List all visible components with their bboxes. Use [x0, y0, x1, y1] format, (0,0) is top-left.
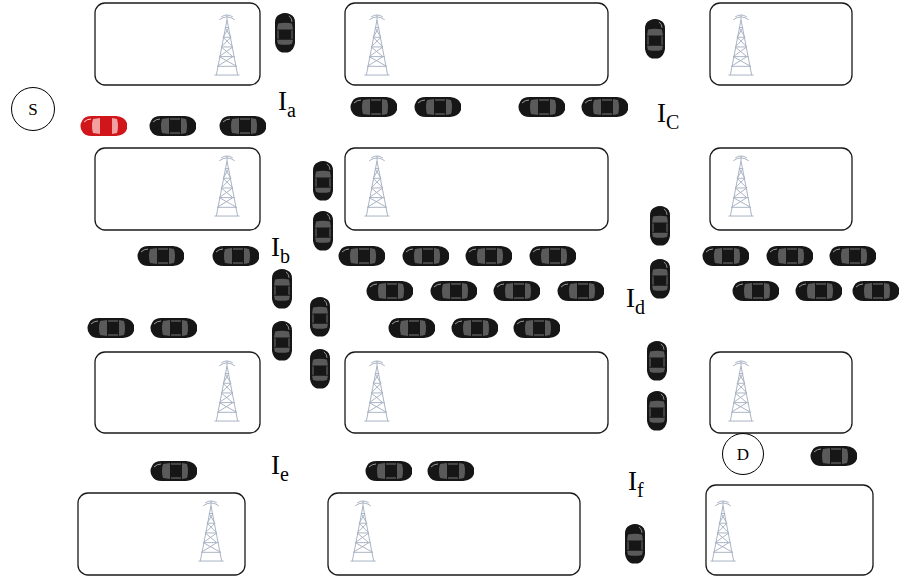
city-block: [95, 3, 260, 85]
car: [452, 318, 499, 338]
car: [733, 281, 780, 301]
car: [811, 446, 858, 466]
car: [428, 461, 475, 481]
tower-icon: [364, 361, 389, 421]
endpoint-circle: S: [11, 87, 55, 131]
car: [275, 13, 295, 53]
car: [466, 246, 513, 266]
car: [403, 246, 450, 266]
intersection-label: If: [628, 468, 644, 495]
car: [339, 246, 386, 266]
tower-icon: [728, 156, 753, 216]
car: [431, 281, 478, 301]
city-block: [710, 352, 852, 433]
city-block: [95, 352, 260, 433]
tower-icon: [214, 15, 239, 75]
car: [313, 161, 333, 201]
city-block: [710, 148, 852, 230]
car: [367, 281, 414, 301]
car: [310, 349, 330, 389]
city-block: [95, 148, 260, 230]
city-block: [706, 485, 873, 575]
intersection-label: Ie: [271, 452, 289, 479]
car: [558, 281, 605, 301]
car: [519, 97, 566, 117]
tower-icon: [728, 15, 753, 75]
car: [151, 318, 198, 338]
tower-icon: [198, 501, 223, 561]
intersection-label: IC: [657, 100, 679, 127]
endpoint-circle: D: [722, 433, 764, 475]
car: [514, 318, 561, 338]
city-block: [328, 493, 580, 575]
car: [88, 318, 135, 338]
tower-icon: [214, 361, 239, 421]
car: [415, 97, 462, 117]
car: [625, 524, 645, 564]
car: [650, 259, 670, 299]
car: [796, 281, 843, 301]
city-block: [345, 352, 608, 433]
car: [582, 97, 629, 117]
endpoint-label: S: [28, 101, 37, 118]
city-block: [78, 493, 245, 575]
car: [647, 391, 667, 431]
city-block: [345, 148, 608, 230]
car: [138, 246, 185, 266]
car: [703, 246, 750, 266]
car: [530, 246, 577, 266]
car: [366, 461, 413, 481]
car: [151, 461, 198, 481]
tower-icon: [364, 156, 389, 216]
car: [272, 269, 292, 309]
car: [767, 246, 814, 266]
tower-icon: [710, 501, 735, 561]
endpoint-label: D: [737, 446, 749, 463]
car: [645, 19, 665, 59]
car: [313, 211, 333, 251]
car: [389, 318, 436, 338]
car: [213, 246, 260, 266]
car: [830, 246, 877, 266]
tower-icon: [350, 501, 375, 561]
car: [351, 97, 398, 117]
tower-icon: [728, 361, 753, 421]
city-block: [710, 3, 852, 85]
intersection-label: Id: [626, 285, 645, 312]
source-car: [81, 116, 128, 136]
car: [853, 281, 899, 301]
intersection-label: Ia: [278, 88, 296, 115]
car: [272, 321, 292, 361]
car: [310, 297, 330, 337]
tower-icon: [364, 15, 389, 75]
car: [650, 206, 670, 246]
intersection-label: Ib: [271, 234, 290, 261]
car: [220, 116, 267, 136]
car: [494, 281, 541, 301]
tower-icon: [214, 156, 239, 216]
car: [150, 116, 197, 136]
city-block: [345, 3, 608, 85]
car: [647, 341, 667, 381]
